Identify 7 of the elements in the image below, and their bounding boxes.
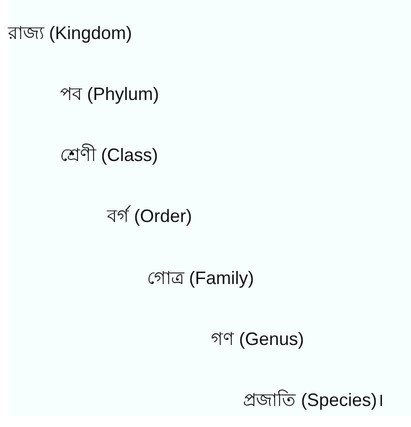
rank-label: রাজ্য (Kingdom)	[8, 22, 132, 44]
rank-label: গণ (Genus)	[211, 328, 304, 350]
rank-label: শ্রেণী (Class)	[60, 144, 158, 166]
rank-label: গোত্র (Family)	[147, 267, 254, 289]
rank-label: পব (Phylum)	[60, 83, 160, 105]
rank-label: প্রজাতি (Species)।	[243, 389, 384, 411]
rank-label: বর্গ (Order)	[107, 205, 192, 227]
